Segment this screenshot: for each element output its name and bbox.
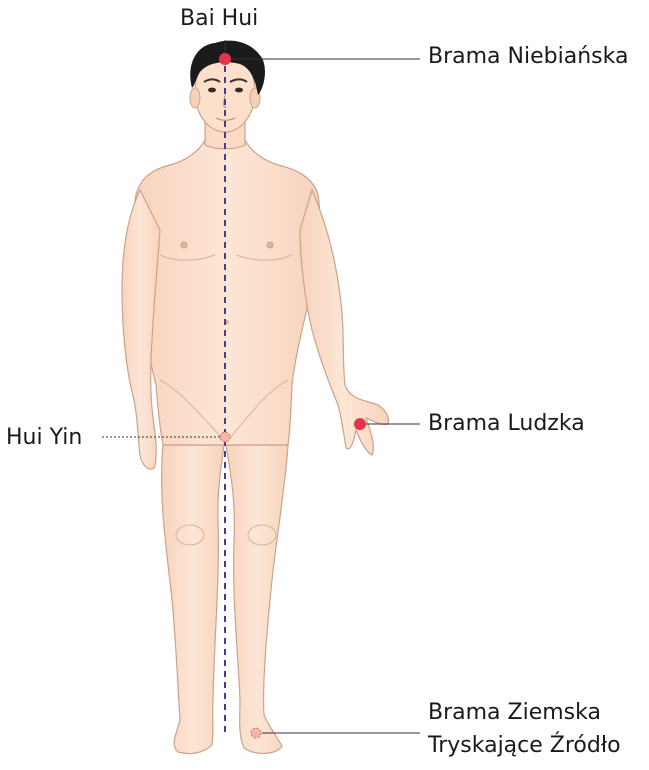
- label-human-gate: Brama Ludzka: [428, 411, 585, 437]
- human-gate-point: [354, 418, 366, 430]
- left-leg: [162, 445, 224, 754]
- left-ear: [190, 88, 200, 108]
- label-earth-gate: Brama Ziemska: [428, 700, 601, 726]
- label-heaven-gate: Brama Niebiańska: [428, 44, 628, 70]
- right-eye: [235, 88, 243, 93]
- torso: [134, 140, 320, 445]
- label-hui-yin: Hui Yin: [6, 425, 82, 451]
- left-eye: [208, 88, 216, 93]
- label-gushing-spring: Tryskające Źródło: [428, 733, 621, 759]
- right-leg: [226, 445, 288, 753]
- left-nipple: [181, 242, 187, 248]
- label-bai-hui: Bai Hui: [180, 6, 258, 32]
- right-arm: [300, 190, 389, 455]
- earth-gate-point: [251, 728, 261, 738]
- bai-hui-point: [219, 53, 231, 65]
- hui-yin-point: [220, 432, 230, 442]
- right-nipple: [267, 242, 273, 248]
